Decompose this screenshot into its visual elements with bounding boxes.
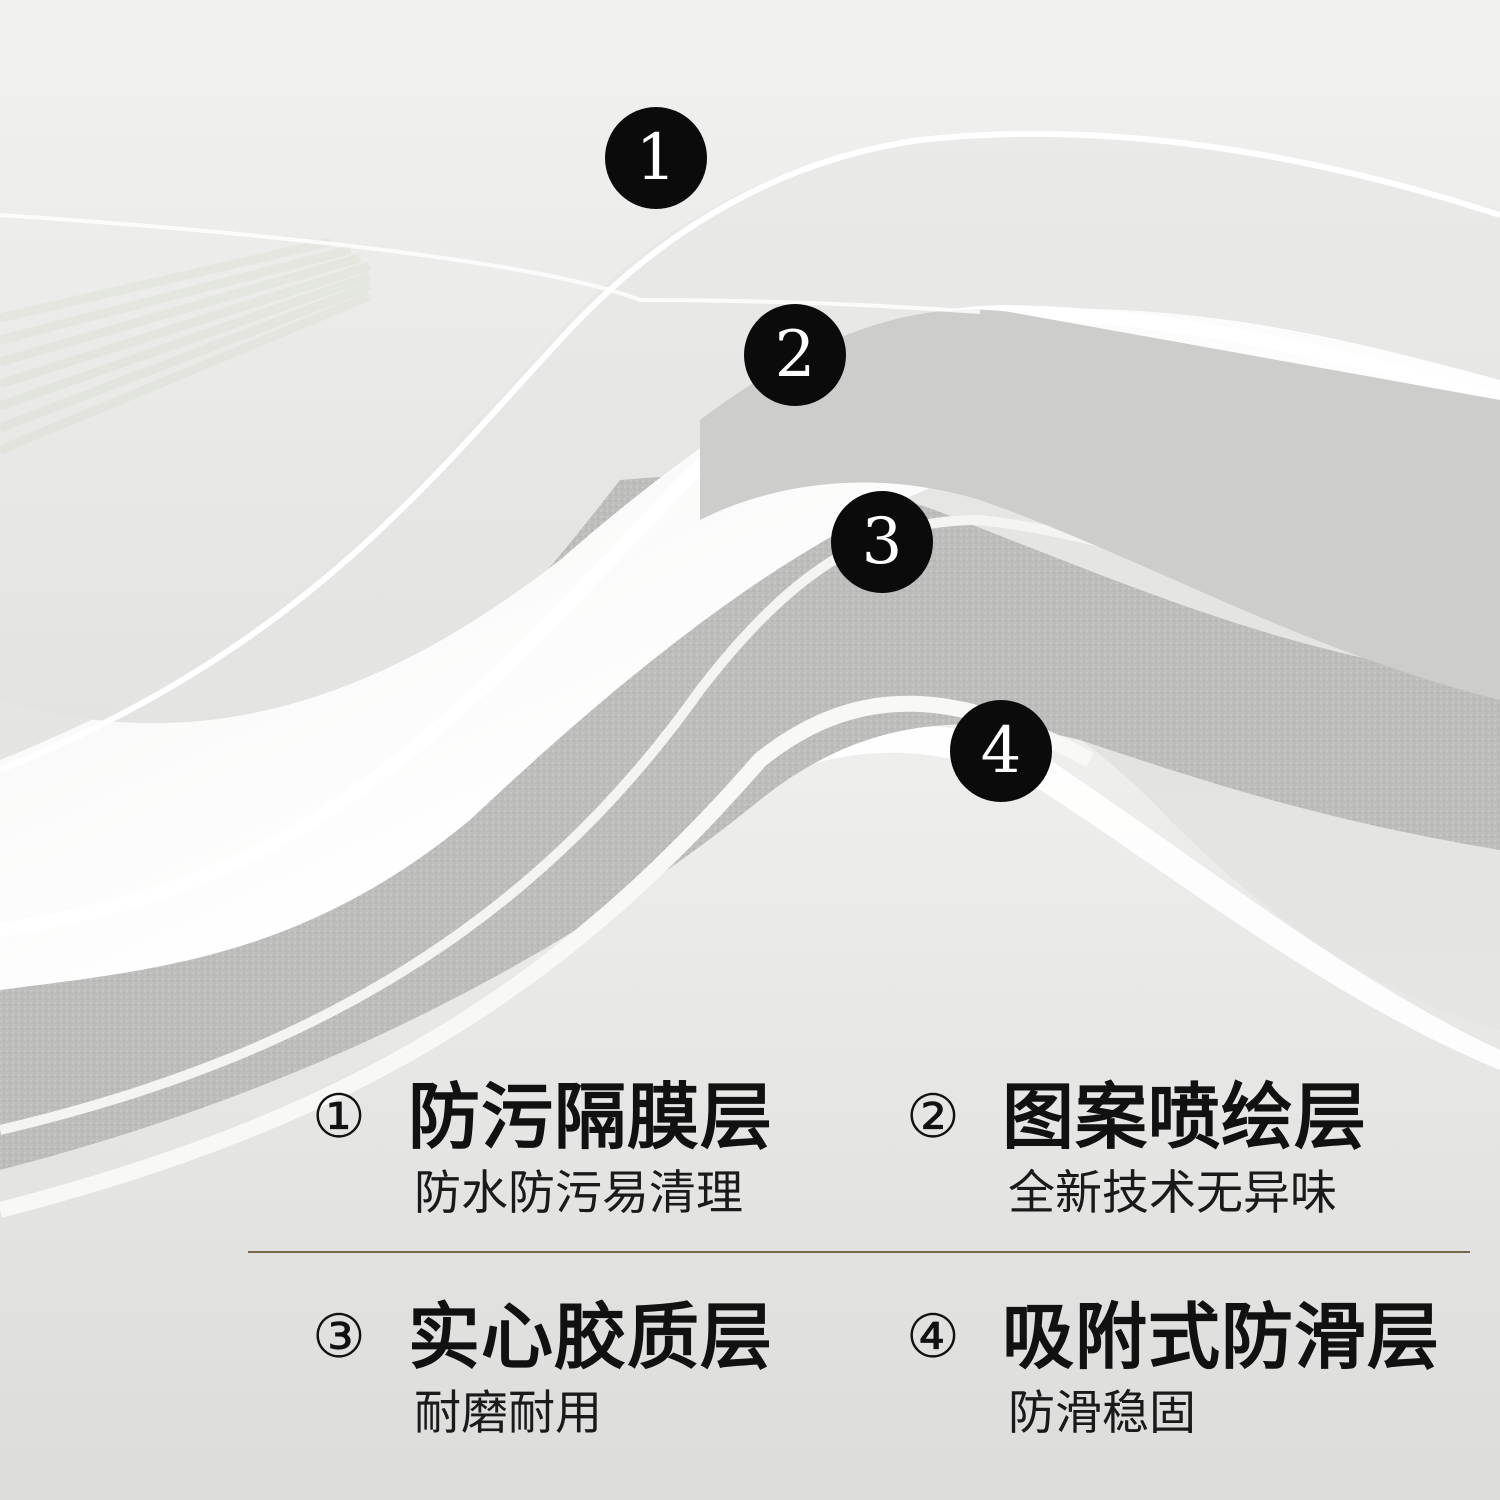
feature-number: ① xyxy=(312,1082,366,1152)
feature-antislip-layer: ④ 吸附式防滑层 防滑稳固 xyxy=(906,1292,1440,1444)
feature-title: 吸附式防滑层 xyxy=(1002,1295,1441,1379)
feature-subtitle: 耐磨耐用 xyxy=(414,1386,602,1441)
feature-subtitle: 防滑稳固 xyxy=(1008,1386,1196,1441)
feature-title: 图案喷绘层 xyxy=(1002,1075,1368,1159)
feature-number: ③ xyxy=(312,1302,366,1372)
feature-subtitle: 全新技术无异味 xyxy=(1008,1166,1337,1221)
feature-print-layer: ② 图案喷绘层 全新技术无异味 xyxy=(906,1072,1367,1224)
layer-badge-4: 4 xyxy=(950,700,1052,802)
feature-number: ④ xyxy=(906,1302,960,1372)
feature-gel-layer: ③ 实心胶质层 耐磨耐用 xyxy=(312,1292,773,1444)
feature-title: 实心胶质层 xyxy=(408,1295,774,1379)
section-divider xyxy=(248,1251,1470,1253)
layer-badge-3: 3 xyxy=(831,491,933,593)
feature-number: ② xyxy=(906,1082,960,1152)
layer-badge-1: 1 xyxy=(605,107,707,209)
feature-subtitle: 防水防污易清理 xyxy=(414,1166,743,1221)
layer-badge-2: 2 xyxy=(744,304,846,406)
feature-antifouling-film: ① 防污隔膜层 防水防污易清理 xyxy=(312,1072,773,1224)
feature-title: 防污隔膜层 xyxy=(408,1075,774,1159)
